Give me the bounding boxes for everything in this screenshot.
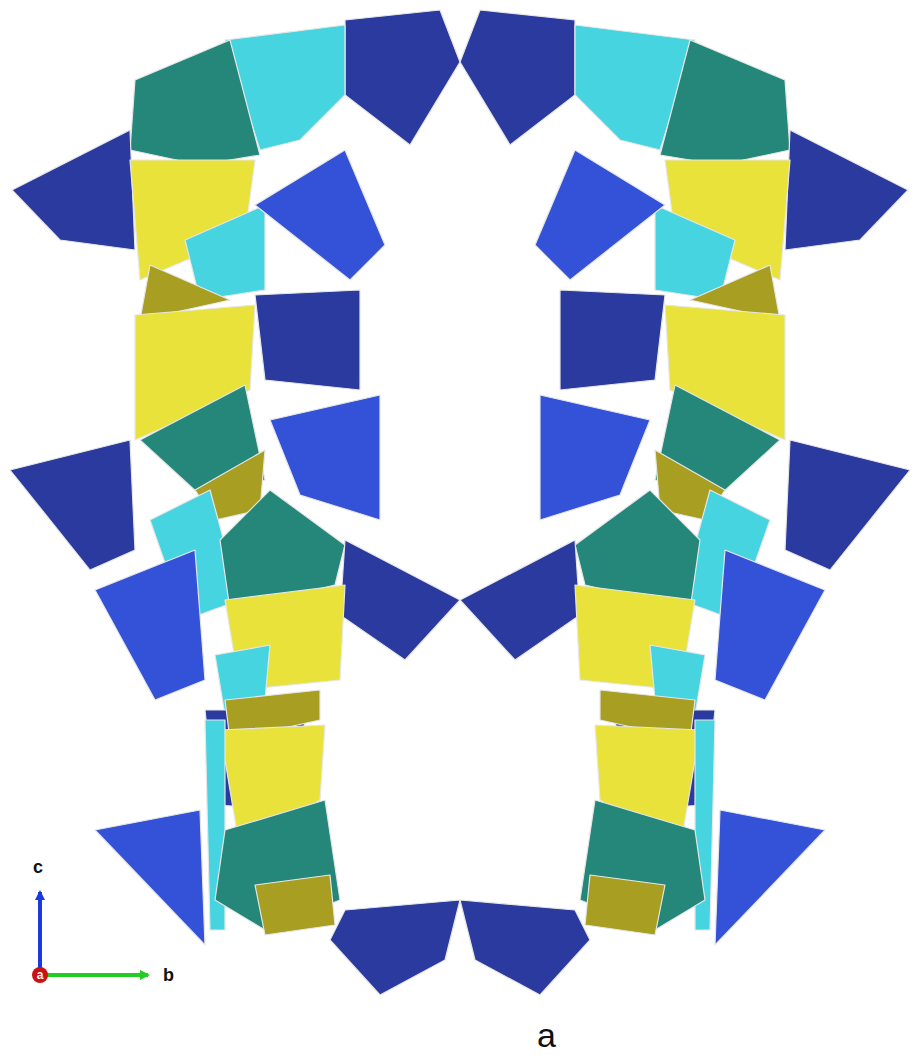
tetrahedron [270,395,380,520]
tetrahedron [585,875,665,935]
tetrahedron [12,130,135,250]
tetrahedron [330,900,460,995]
tetrahedron [540,395,650,520]
polyhedra-right [460,10,910,995]
b-axis-arrow [40,973,148,977]
tetrahedron [255,150,385,280]
tetrahedron [560,290,665,390]
tetrahedron [715,550,825,700]
figure-caption: a [537,1018,556,1052]
axis-label: b [163,966,174,984]
tetrahedron [10,440,135,570]
tetrahedron [785,130,908,250]
tetrahedron [130,40,260,165]
axis-label: c [33,858,43,876]
tetrahedron [460,900,590,995]
tetrahedron [95,550,205,700]
tetrahedron [660,40,790,165]
tetrahedron [340,540,460,660]
tetrahedron [95,810,205,945]
tetrahedron [255,875,335,935]
tetrahedron [785,440,910,570]
tetrahedron [460,540,580,660]
tetrahedron [255,290,360,390]
tetrahedron [460,10,575,145]
axis-label: a [32,969,48,981]
a-axis-origin [32,967,48,983]
tetrahedron [715,810,825,945]
tetrahedron [535,150,665,280]
polyhedra-left [10,10,460,995]
tetrahedron [345,10,460,145]
c-axis-arrow [38,892,42,975]
